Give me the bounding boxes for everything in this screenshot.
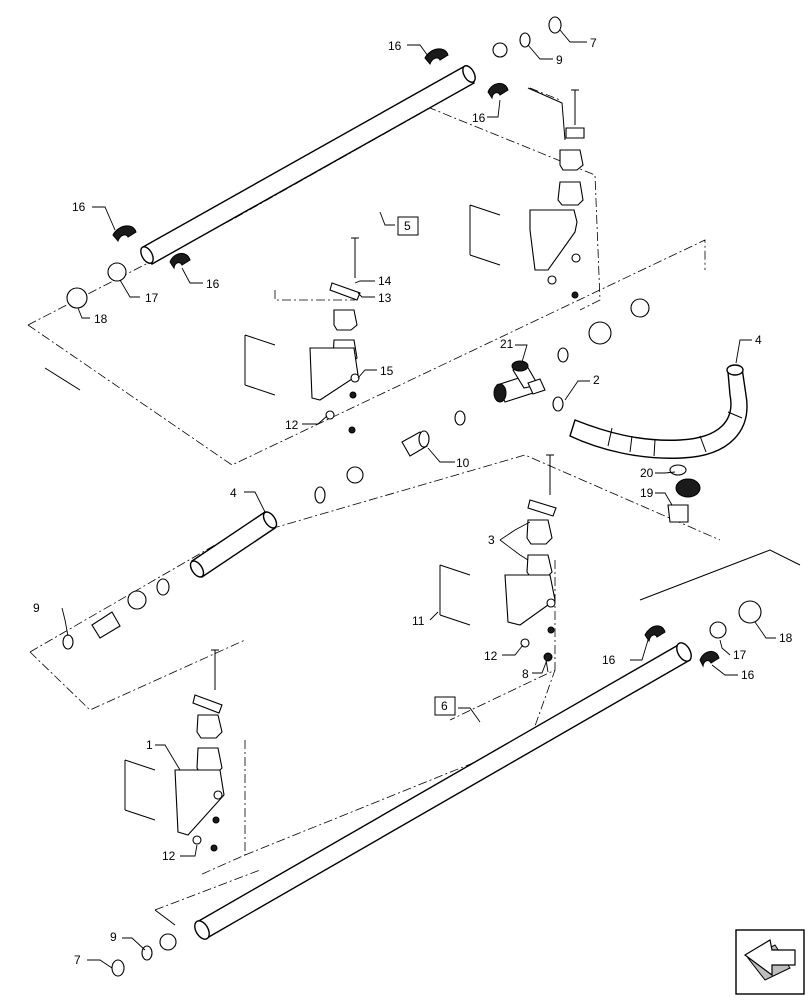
- callout-9: 9: [110, 930, 117, 944]
- part-5-box: [397, 216, 419, 236]
- leader-lines: [61, 29, 776, 969]
- callout-12: 12: [484, 649, 498, 663]
- callout-5: 5: [404, 219, 411, 233]
- tee-fitting: [493, 360, 546, 403]
- clamp-stack-lower: [124, 649, 225, 852]
- clamp-stack-top: [469, 89, 585, 299]
- callout-16: 16: [206, 277, 220, 291]
- clamp-stack-mid-right: [439, 454, 557, 662]
- assembly-planes: [27, 87, 721, 911]
- part-6-box: [434, 696, 456, 716]
- callout-18: 18: [94, 312, 108, 326]
- callout-4: 4: [755, 333, 762, 347]
- callout-17: 17: [733, 648, 747, 662]
- callout-9: 9: [556, 53, 563, 67]
- callout-7: 7: [590, 36, 597, 50]
- callout-19: 19: [640, 486, 654, 500]
- callout-17: 17: [145, 291, 159, 305]
- callout-8: 8: [522, 667, 529, 681]
- callout-12: 12: [162, 849, 176, 863]
- callout-13: 13: [378, 291, 392, 305]
- fittings: [62, 16, 762, 977]
- callout-9: 9: [33, 601, 40, 615]
- callout-16: 16: [388, 39, 402, 53]
- upper-tube: [140, 65, 476, 265]
- callout-6: 6: [441, 699, 448, 713]
- callout-3: 3: [488, 533, 495, 547]
- next-page-arrow-icon[interactable]: [735, 929, 805, 995]
- callout-12: 12: [285, 418, 299, 432]
- callout-20: 20: [640, 466, 654, 480]
- callout-16: 16: [472, 111, 486, 125]
- callout-2: 2: [593, 373, 600, 387]
- short-tube: [189, 511, 278, 578]
- curved-hose: [569, 364, 748, 459]
- callout-14: 14: [378, 274, 392, 288]
- callout-4: 4: [230, 486, 237, 500]
- boundary-lines: [44, 87, 801, 926]
- callout-7: 7: [74, 953, 81, 967]
- callout-16: 16: [72, 200, 86, 214]
- callout-16: 16: [602, 653, 616, 667]
- lower-tube: [194, 642, 692, 940]
- clamp-stack-mid-left: [244, 237, 361, 434]
- callout-16: 16: [741, 668, 755, 682]
- callout-21: 21: [500, 337, 514, 351]
- callout-18: 18: [779, 631, 793, 645]
- callout-11: 11: [412, 614, 425, 628]
- callout-10: 10: [456, 456, 470, 470]
- callout-15: 15: [380, 364, 394, 378]
- callouts: 16 7 9 16 16 5 14 16 17 13 18 4 21 15 2 …: [33, 36, 793, 967]
- callout-1: 1: [146, 738, 153, 752]
